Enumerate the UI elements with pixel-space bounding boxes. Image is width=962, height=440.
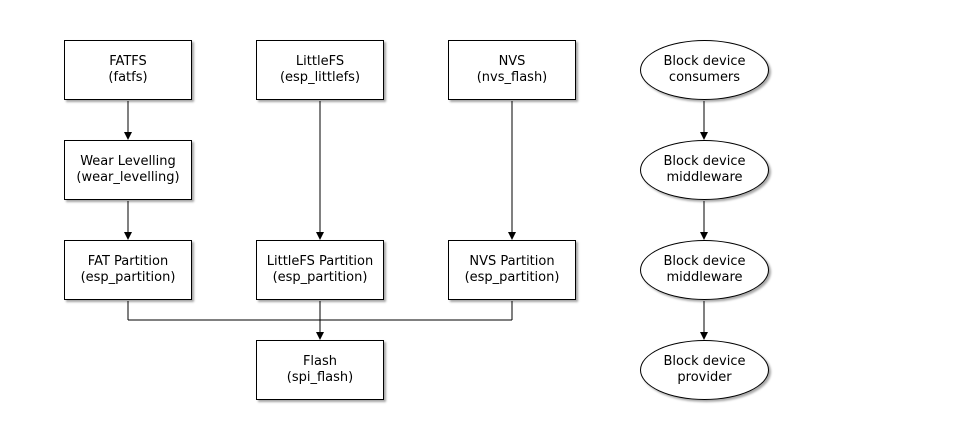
legend-consumers-line1: Block device: [663, 54, 746, 69]
legend-middleware-1-line2: middleware: [666, 170, 743, 185]
node-nvs-title: NVS: [498, 54, 526, 69]
node-fat-partition-title: FAT Partition: [87, 254, 169, 269]
node-littlefs: LittleFS (esp_littlefs): [256, 40, 384, 100]
legend-middleware-1-line1: Block device: [663, 154, 746, 169]
node-wear-levelling-subtitle: (wear_levelling): [76, 170, 180, 185]
node-fat-partition-subtitle: (esp_partition): [80, 270, 176, 285]
node-wear-levelling-title: Wear Levelling: [80, 154, 176, 169]
legend-middleware-2-line2: middleware: [666, 270, 743, 285]
node-wear-levelling: Wear Levelling (wear_levelling): [64, 140, 192, 200]
node-nvs-partition-subtitle: (esp_partition): [464, 270, 560, 285]
node-nvs-subtitle: (nvs_flash): [476, 70, 548, 85]
node-fatfs-title: FATFS: [109, 54, 147, 69]
legend-provider: Block device provider: [640, 340, 769, 400]
legend-provider-line1: Block device: [663, 354, 746, 369]
node-nvs: NVS (nvs_flash): [448, 40, 576, 100]
legend-consumers: Block device consumers: [640, 40, 769, 100]
legend-middleware-2: Block device middleware: [640, 240, 769, 300]
node-nvs-partition-title: NVS Partition: [469, 254, 555, 269]
node-littlefs-subtitle: (esp_littlefs): [279, 70, 361, 85]
node-fatfs-subtitle: (fatfs): [108, 70, 148, 85]
node-flash: Flash (spi_flash): [256, 340, 384, 400]
node-flash-title: Flash: [302, 354, 338, 369]
node-littlefs-partition-subtitle: (esp_partition): [272, 270, 368, 285]
legend-provider-line2: provider: [677, 370, 732, 385]
node-fat-partition: FAT Partition (esp_partition): [64, 240, 192, 300]
node-littlefs-title: LittleFS: [295, 54, 345, 69]
legend-middleware-2-line1: Block device: [663, 254, 746, 269]
node-nvs-partition: NVS Partition (esp_partition): [448, 240, 576, 300]
node-littlefs-partition: LittleFS Partition (esp_partition): [256, 240, 384, 300]
legend-consumers-line2: consumers: [668, 70, 741, 85]
node-flash-subtitle: (spi_flash): [286, 370, 354, 385]
node-littlefs-partition-title: LittleFS Partition: [266, 254, 374, 269]
node-fatfs: FATFS (fatfs): [64, 40, 192, 100]
legend-middleware-1: Block device middleware: [640, 140, 769, 200]
